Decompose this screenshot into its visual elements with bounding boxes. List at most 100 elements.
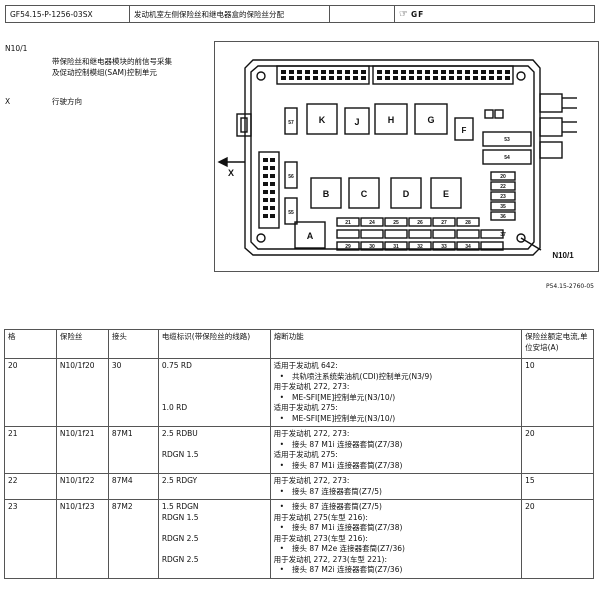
cell-slot: 21 bbox=[4, 426, 57, 474]
svg-text:C: C bbox=[361, 189, 368, 199]
legend-key-n10-1: N10/1 bbox=[5, 44, 28, 53]
svg-text:E: E bbox=[443, 189, 449, 199]
svg-text:B: B bbox=[323, 189, 330, 199]
fuse-box-diagram: X K J H G F B C D E A N10/1 57 56 55 53 … bbox=[214, 41, 599, 272]
svg-text:26: 26 bbox=[417, 220, 423, 226]
table-header-row: 格 保险丝 接头 电缆标识(带保险丝的线路) 熔断功能 保险丝额定电流,单位安培… bbox=[4, 329, 594, 359]
svg-text:25: 25 bbox=[393, 220, 399, 226]
svg-text:30: 30 bbox=[369, 244, 375, 250]
function-heading: 适用于发动机 642: bbox=[273, 361, 338, 370]
cable-code bbox=[162, 393, 267, 404]
svg-text:55: 55 bbox=[288, 210, 294, 216]
function-item: ME-SFI[ME]控制单元(N3/10/) bbox=[274, 393, 518, 404]
svg-text:35: 35 bbox=[500, 204, 506, 210]
cell-slot: 23 bbox=[4, 499, 57, 579]
svg-text:K: K bbox=[319, 115, 326, 125]
cell-cable: 2.5 RDBU RDGN 1.5 bbox=[157, 426, 271, 474]
fuse-box-drawing: X K J H G F B C D E A N10/1 57 56 55 53 … bbox=[217, 59, 577, 260]
cell-function: 用于发动机 272, 273:接头 87 连接器套筒(Z7/5) bbox=[269, 473, 523, 500]
cell-function: 接头 87 连接器套筒(Z7/5)用于发动机 275(车型 216):接头 87… bbox=[269, 499, 523, 579]
cell-function: 适用于发动机 642:共轨喷注系统柴油机(CDI)控制单元(N3/9)用于发动机… bbox=[269, 358, 523, 427]
cell-slot: 22 bbox=[4, 473, 57, 500]
cable-code: 1.0 RD bbox=[161, 403, 188, 412]
col-amp: 保险丝额定电流,单位安培(A) bbox=[521, 329, 594, 359]
cable-code: 1.5 RDGN bbox=[161, 502, 199, 511]
cell-amp: 15 bbox=[521, 473, 594, 500]
svg-text:53: 53 bbox=[504, 137, 510, 143]
cell-slot: 20 bbox=[4, 358, 57, 427]
diagram-ref-code: P54.15-2760-05 bbox=[545, 283, 594, 290]
hand-pointer-icon: ☞ bbox=[399, 8, 408, 20]
function-item: 接头 87 连接器套筒(Z7/5) bbox=[274, 502, 518, 513]
cable-code: RDGN 1.5 bbox=[161, 450, 199, 459]
cable-code bbox=[162, 487, 267, 498]
header-empty-cell bbox=[330, 6, 395, 22]
svg-text:54: 54 bbox=[504, 155, 510, 161]
function-item: 接头 87 连接器套筒(Z7/5) bbox=[274, 487, 518, 498]
svg-text:27: 27 bbox=[441, 220, 447, 226]
function-item: 接头 87 M2e 连接器套筒(Z7/36) bbox=[274, 544, 518, 555]
svg-text:J: J bbox=[354, 117, 359, 127]
svg-text:D: D bbox=[403, 189, 410, 199]
cell-amp: 20 bbox=[521, 426, 594, 474]
module-label: N10/1 bbox=[552, 251, 574, 260]
function-heading: 适用于发动机 275: bbox=[273, 450, 338, 459]
cable-code bbox=[162, 372, 267, 383]
brand-cell: ☞ GF bbox=[395, 6, 594, 22]
cable-code: RDGN 2.5 bbox=[161, 533, 199, 543]
function-heading: 用于发动机 272, 273(车型 221): bbox=[273, 554, 387, 564]
svg-text:21: 21 bbox=[345, 220, 351, 226]
direction-label: X bbox=[228, 168, 234, 178]
cable-code: 0.75 RD bbox=[161, 361, 192, 370]
legend-text-x: 行驶方向 bbox=[52, 97, 82, 106]
function-heading: 用于发动机 272, 273: bbox=[273, 429, 350, 438]
cable-code bbox=[162, 565, 267, 576]
cable-code: RDGN 1.5 bbox=[161, 512, 199, 522]
svg-text:22: 22 bbox=[500, 184, 506, 190]
svg-text:37: 37 bbox=[500, 232, 506, 238]
svg-text:A: A bbox=[307, 231, 314, 241]
function-item: 接头 87 M1i 连接器套筒(Z7/38) bbox=[274, 461, 518, 472]
legend-key-x: X bbox=[5, 97, 11, 106]
svg-text:31: 31 bbox=[393, 244, 399, 250]
svg-text:28: 28 bbox=[465, 220, 471, 226]
svg-text:G: G bbox=[427, 115, 434, 125]
cell-cable: 0.75 RD 1.0 RD bbox=[157, 358, 271, 427]
cell-pin: 30 bbox=[107, 358, 159, 427]
cell-pin: 87M2 bbox=[107, 499, 159, 579]
function-heading: 用于发动机 275(车型 216): bbox=[273, 512, 368, 522]
cable-code: RDGN 2.5 bbox=[161, 554, 199, 564]
svg-text:29: 29 bbox=[345, 244, 351, 250]
cell-function: 用于发动机 272, 273: 接头 87 M1i 连接器套筒(Z7/38) 适用于… bbox=[269, 426, 523, 474]
col-function: 熔断功能 bbox=[269, 329, 523, 359]
cable-code bbox=[162, 382, 267, 393]
cell-amp: 10 bbox=[521, 358, 594, 427]
cell-fuse: N10/1f22 bbox=[55, 473, 109, 500]
svg-text:57: 57 bbox=[288, 120, 294, 126]
function-item: 接头 87 M1i 连接器套筒(Z7/38) bbox=[274, 523, 518, 534]
doc-title: 发动机室左侧保险丝和继电器盒的保险丝分配 bbox=[130, 6, 330, 22]
col-pin: 接头 bbox=[107, 329, 159, 359]
document-header: GF54.15-P-1256-03SX 发动机室左侧保险丝和继电器盒的保险丝分配… bbox=[5, 5, 595, 23]
function-heading: 适用于发动机 275: bbox=[273, 403, 338, 412]
function-heading: 用于发动机 273(车型 216): bbox=[273, 533, 368, 543]
cell-cable: 2.5 RDGY bbox=[157, 473, 271, 500]
svg-text:H: H bbox=[388, 115, 395, 125]
svg-text:23: 23 bbox=[500, 194, 506, 200]
doc-code: GF54.15-P-1256-03SX bbox=[6, 6, 130, 22]
function-item: 共轨喷注系统柴油机(CDI)控制单元(N3/9) bbox=[274, 372, 518, 383]
svg-text:32: 32 bbox=[417, 244, 423, 250]
cable-code bbox=[162, 414, 267, 425]
col-cable: 电缆标识(带保险丝的线路) bbox=[157, 329, 271, 359]
function-item: 接头 87 M2i 连接器套筒(Z7/36) bbox=[274, 565, 518, 576]
svg-text:33: 33 bbox=[441, 244, 447, 250]
function-item: ME-SFI[ME]控制单元(N3/10/) bbox=[274, 414, 518, 425]
cable-code: 2.5 RDBU bbox=[161, 429, 198, 438]
cell-fuse: N10/1f23 bbox=[55, 499, 109, 579]
cell-fuse: N10/1f20 bbox=[55, 358, 109, 427]
svg-text:20: 20 bbox=[500, 174, 506, 180]
